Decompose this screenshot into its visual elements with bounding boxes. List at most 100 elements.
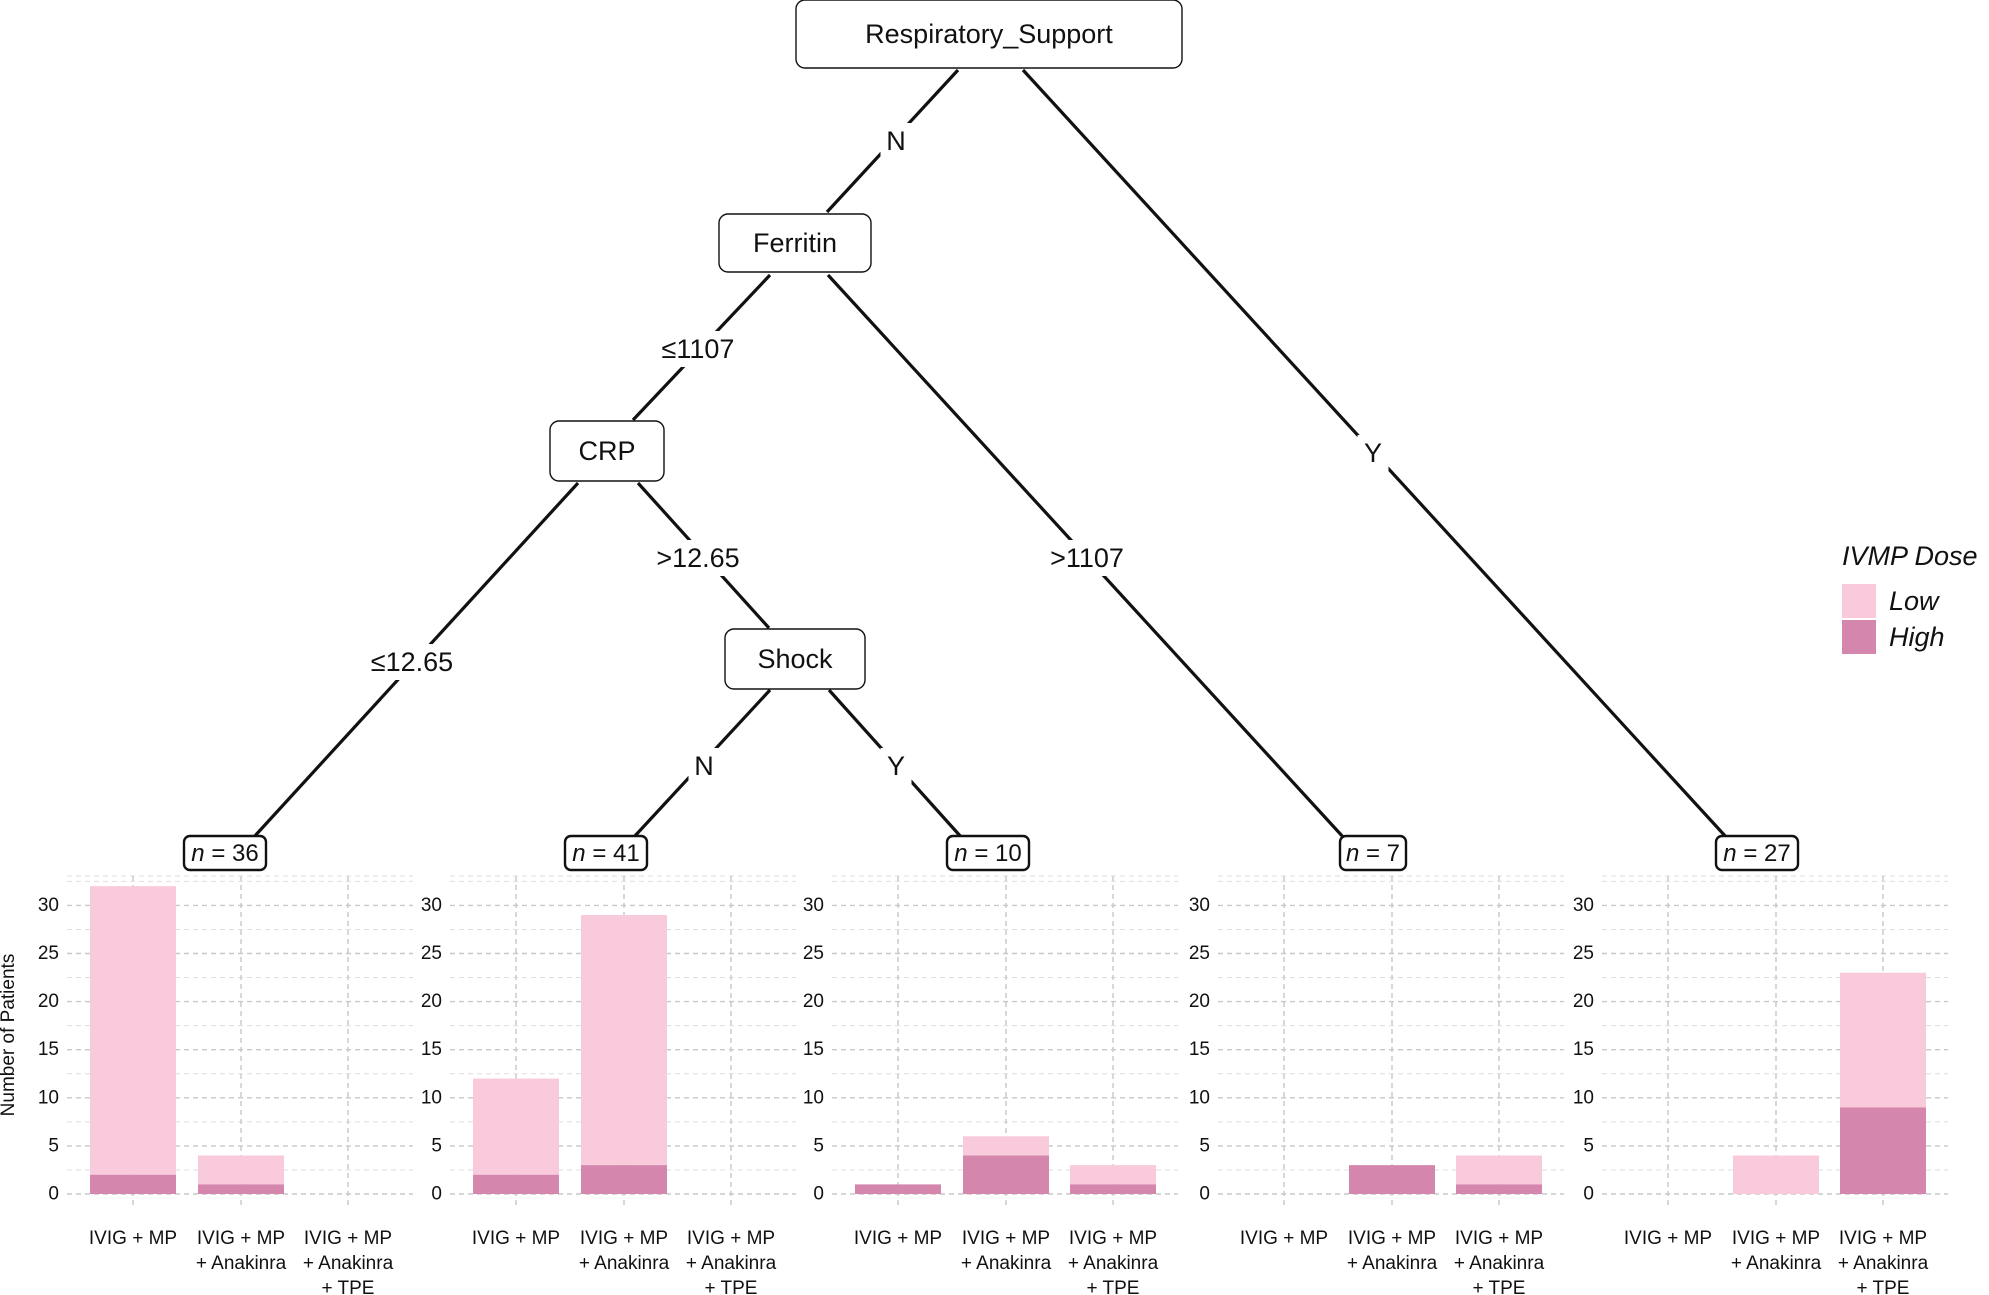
x-category-line: IVIG + MP [197,1228,285,1249]
bar-low-panel4-cat3 [1456,1155,1542,1185]
edge-label-shock-leaf3: Y [887,751,905,781]
edge-label-crp-shock: >12.65 [656,543,739,573]
y-tick-label: 20 [1189,991,1210,1012]
tree-node-ferritin [718,213,872,273]
y-tick-label: 15 [1573,1039,1594,1060]
x-category-line: IVIG + MP [687,1228,775,1249]
y-tick-label: 30 [421,895,442,916]
y-tick-label: 15 [803,1039,824,1060]
tree-node-label-ferritin: Ferritin [753,228,837,258]
bar-low-panel1-cat2 [198,1155,284,1185]
leaf-n-label: n = 10 [954,840,1021,867]
leaf-n-symbol: n [1346,840,1359,867]
leaf-n-value: = 10 [974,840,1021,867]
x-category-label: IVIG + MP+ Anakinra+ TPE [1068,1228,1159,1295]
leaf-n-symbol: n [191,840,204,867]
x-category-line: IVIG + MP [472,1228,560,1249]
y-tick-label: 25 [1189,943,1210,964]
bar-low-panel5-cat3 [1840,972,1926,1108]
y-tick-label: 20 [803,991,824,1012]
x-category-label: IVIG + MP+ Anakinra+ TPE [1454,1228,1545,1295]
edge-label-crp-leaf1: ≤12.65 [371,647,453,677]
x-category-line: + Anakinra [1347,1253,1438,1274]
y-tick-label: 10 [803,1087,824,1108]
edge-label-root-leaf5: Y [1364,438,1382,468]
edge-label-bg [880,123,912,159]
bar-high-panel1-cat1 [90,1174,176,1194]
y-tick-label: 5 [1199,1135,1210,1156]
legend-label-high: High [1889,622,1945,652]
leaf-n-label: n = 27 [1723,840,1790,867]
x-category-label: IVIG + MP+ Anakinra [961,1228,1052,1274]
x-category-line: IVIG + MP [1839,1228,1927,1249]
x-category-line: + TPE [1857,1278,1910,1295]
bar-low-panel3-cat2 [963,1136,1049,1156]
y-tick-label: 10 [38,1087,59,1108]
edge-label-bg [652,331,744,367]
y-tick-label: 25 [803,943,824,964]
x-category-label: IVIG + MP+ Anakinra+ TPE [686,1228,777,1295]
y-tick-label: 25 [1573,943,1594,964]
edge-label-ferritin-leaf4: >1107 [1050,543,1124,573]
x-category-line: IVIG + MP [962,1228,1050,1249]
y-tick-label: 0 [813,1184,824,1205]
x-category-line: + TPE [322,1278,375,1295]
x-category-label: IVIG + MP+ Anakinra [579,1228,670,1274]
x-category-line: + Anakinra [579,1253,670,1274]
leaf-n-label: n = 36 [191,840,258,867]
leaf-n-value: = 36 [211,840,258,867]
y-tick-label: 0 [48,1184,59,1205]
y-tick-label: 5 [48,1135,59,1156]
y-tick-label: 15 [38,1039,59,1060]
x-category-label: IVIG + MP+ Anakinra [196,1228,287,1274]
x-category-line: IVIG + MP [854,1228,942,1249]
edge-label-bg [359,644,465,680]
bar-high-panel5-cat3 [1840,1107,1926,1194]
leaf-n-box [563,834,649,872]
x-category-line: + Anakinra [1454,1253,1545,1274]
edge-label-ferritin-crp: ≤1107 [662,334,735,364]
y-tick-label: 5 [1583,1135,1594,1156]
bar-high-panel2-cat1 [473,1174,559,1194]
x-category-line: IVIG + MP [1348,1228,1436,1249]
edge-label-root-ferritin: N [886,126,906,156]
x-category-line: IVIG + MP [1732,1228,1820,1249]
legend-title: IVMP Dose [1842,541,1978,571]
y-tick-label: 10 [1189,1087,1210,1108]
bar-high-panel1-cat2 [198,1184,284,1194]
edge-label-bg [1357,435,1389,471]
bar-high-panel4-cat3 [1456,1184,1542,1194]
leaf-n-box [1338,834,1408,872]
bar-low-panel3-cat3 [1070,1165,1156,1185]
leaf-n-symbol: n [954,840,967,867]
x-category-line: + TPE [1087,1278,1140,1295]
y-tick-label: 20 [421,991,442,1012]
y-tick-label: 10 [421,1087,442,1108]
leaf-n-label: n = 7 [1346,840,1400,867]
y-tick-label: 20 [38,991,59,1012]
tree-node-root [795,0,1183,69]
leaf-n-symbol: n [572,840,585,867]
tree-node-label-root: Respiratory_Support [865,19,1113,49]
y-tick-label: 0 [1199,1184,1210,1205]
edge-label-bg [688,748,720,784]
edge-label-bg [1041,540,1133,576]
y-tick-label: 20 [1573,991,1594,1012]
y-tick-label: 10 [1573,1087,1594,1108]
x-category-label: IVIG + MP+ Anakinra+ TPE [303,1228,394,1295]
x-category-label: IVIG + MP [854,1228,942,1249]
x-category-line: IVIG + MP [1069,1228,1157,1249]
leaf-n-symbol: n [1723,840,1736,867]
legend-swatch-high [1842,620,1876,654]
edge-label-shock-leaf2: N [694,751,714,781]
y-tick-label: 25 [421,943,442,964]
tree-node-label-shock: Shock [757,644,833,674]
